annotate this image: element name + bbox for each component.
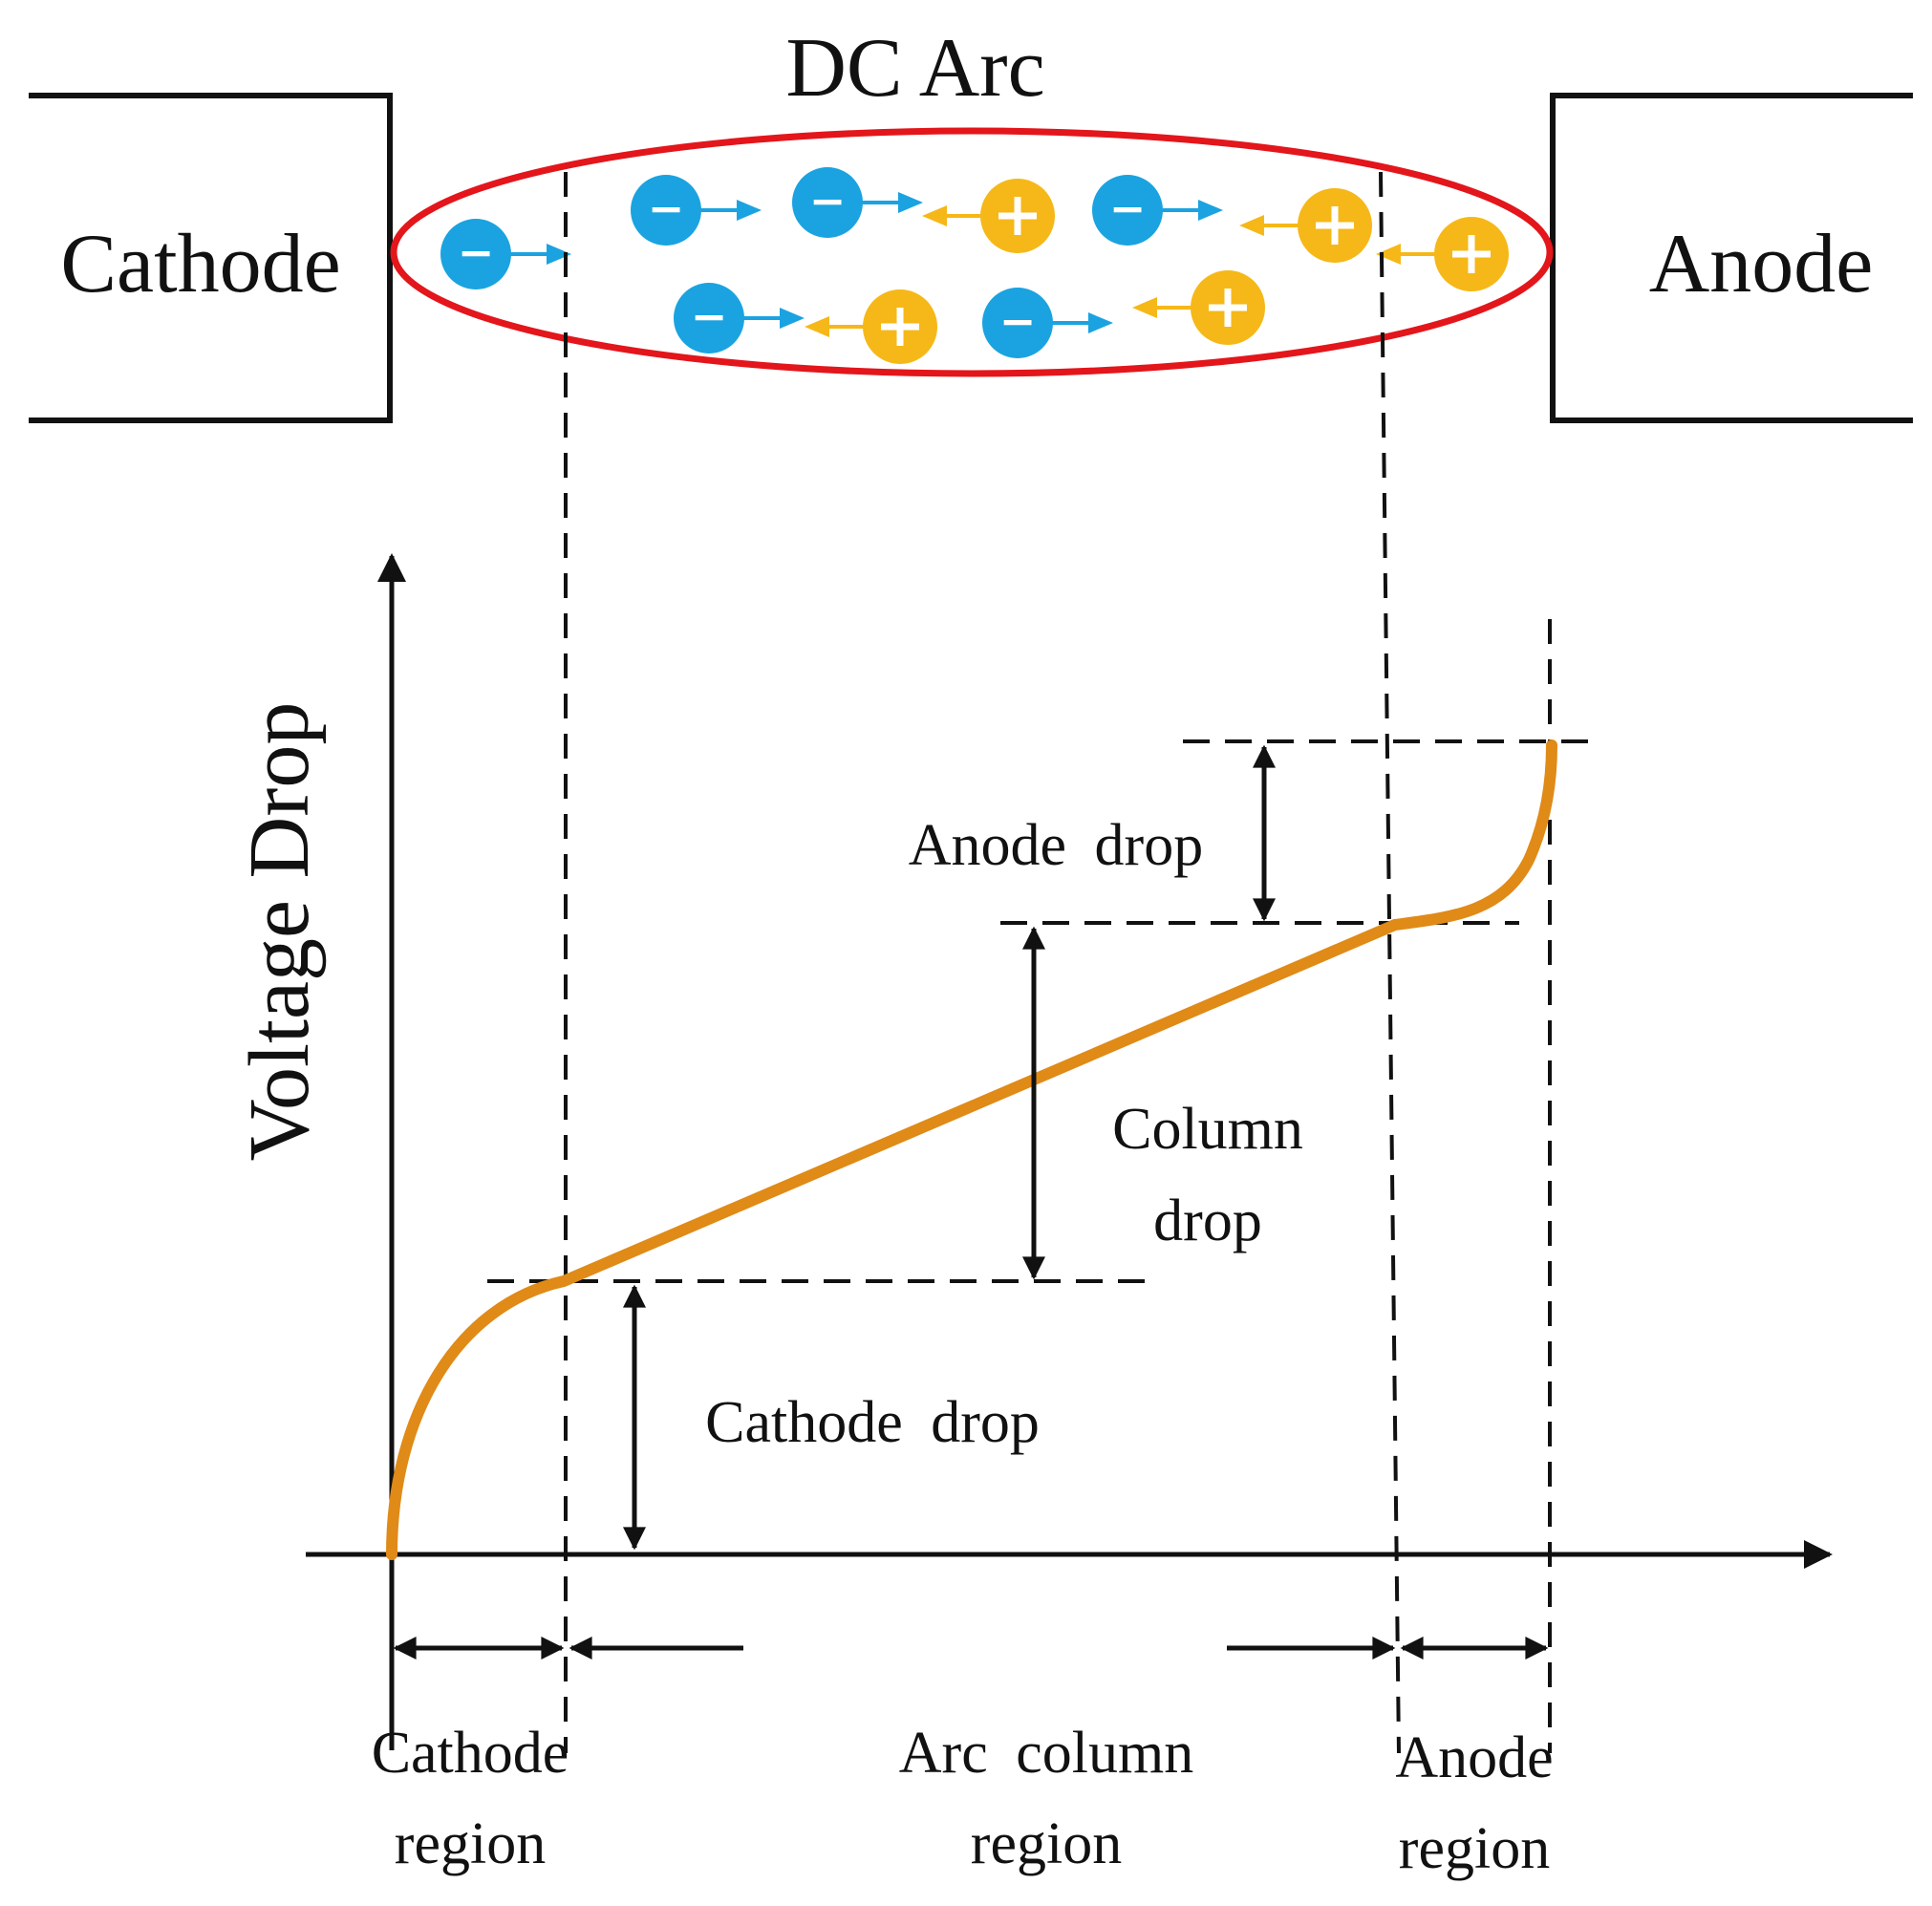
electron-motion-arrow (742, 308, 805, 329)
cathode-drop-label: Cathode drop (705, 1390, 1040, 1455)
negative-sign-icon: − (1109, 182, 1147, 234)
electron-particle: − (982, 288, 1053, 358)
cathode-region-label-line1: Cathode (372, 1721, 569, 1786)
arc-region-label-line1: Arc column (899, 1721, 1193, 1786)
region-boundaries (564, 171, 1552, 1754)
ion-motion-arrow (1132, 297, 1193, 318)
electron-motion-arrow (861, 192, 923, 213)
cathode-region-label-line2: region (395, 1811, 546, 1876)
electron-motion-arrow (1051, 312, 1113, 333)
negative-sign-icon: − (809, 175, 847, 226)
diagram-title: DC Arc (785, 22, 1044, 115)
positive-ion-particle: + (1434, 217, 1509, 291)
anode-drop-label: Anode drop (909, 813, 1203, 878)
arc-plasma-outline (390, 127, 1554, 377)
y-axis-label: Voltage Drop (232, 702, 327, 1162)
ion-motion-arrow (805, 316, 866, 337)
axes (306, 553, 1833, 1750)
electron-particle: − (440, 219, 511, 289)
column-boundary-line (1379, 171, 1401, 1754)
positive-ion-particle: + (980, 179, 1055, 253)
arc-region-label-line2: region (971, 1811, 1122, 1876)
electron-particle: − (674, 283, 744, 353)
anode-region-label-line2: region (1399, 1816, 1550, 1881)
electron-particle: − (1092, 175, 1163, 246)
column-drop-label-line2: drop (1153, 1189, 1262, 1253)
voltage-drop-curve (386, 739, 1557, 1560)
column-drop-label-line1: Column (1112, 1097, 1303, 1162)
electron-particle: − (631, 175, 701, 246)
negative-sign-icon: − (648, 182, 685, 234)
electron-particle: − (792, 167, 863, 238)
negative-sign-icon: − (999, 295, 1037, 347)
negative-sign-icon: − (458, 226, 495, 278)
electron-motion-arrow (509, 244, 571, 265)
anode-label: Anode (1649, 218, 1874, 311)
positive-ion-particle: + (1191, 270, 1265, 345)
charged-particles: −−−−−−+++++ (440, 167, 1509, 364)
positive-ion-particle: + (1298, 188, 1372, 263)
anode-region-label-line1: Anode (1395, 1725, 1553, 1790)
ion-motion-arrow (1239, 215, 1300, 236)
electron-motion-arrow (699, 200, 762, 221)
negative-sign-icon: − (691, 290, 728, 342)
ion-motion-arrow (922, 205, 983, 226)
cathode-label: Cathode (60, 218, 340, 311)
ion-motion-arrow (1376, 244, 1437, 265)
anode-electrode: Anode (1550, 93, 1913, 423)
positive-ion-particle: + (863, 289, 937, 364)
electron-motion-arrow (1161, 200, 1223, 221)
cathode-electrode: Cathode (29, 93, 393, 423)
